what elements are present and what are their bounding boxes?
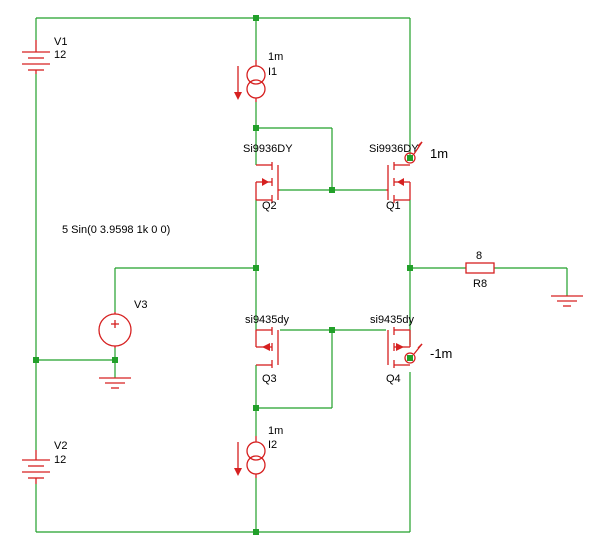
probe-top-value: 1m <box>430 146 448 161</box>
wires <box>35 17 568 533</box>
resistor-r8-symbol <box>465 262 495 274</box>
i2-value: 1m <box>268 425 283 437</box>
v1-name: V1 <box>54 36 67 48</box>
v2-value: 12 <box>54 454 66 466</box>
battery-v2-symbol <box>22 450 50 484</box>
q2-name: Q2 <box>262 200 277 212</box>
ground-icon-v3 <box>99 377 131 389</box>
v1-value: 12 <box>54 49 66 61</box>
q1-model: Si9936DY <box>369 143 419 155</box>
probe-bottom-marker <box>404 343 423 364</box>
junction-dots <box>33 15 413 535</box>
q3-model: si9435dy <box>245 314 290 326</box>
mosfet-q1-symbol <box>386 162 411 203</box>
sine-source-v3-symbol <box>98 312 132 348</box>
q2-model: Si9936DY <box>243 143 293 155</box>
q4-model: si9435dy <box>370 314 415 326</box>
mosfet-q2-symbol <box>255 162 280 203</box>
ground-icon-load <box>551 295 583 307</box>
i1-value: 1m <box>268 51 283 63</box>
current-source-i2-symbol <box>234 436 266 478</box>
q1-name: Q1 <box>386 200 401 212</box>
mosfet-q3-symbol <box>255 327 279 368</box>
battery-v1-symbol <box>22 40 50 74</box>
mosfet-q4-symbol <box>387 327 411 368</box>
r8-name: R8 <box>473 278 487 290</box>
probe-bottom-value: -1m <box>430 346 452 361</box>
current-source-i1-symbol <box>234 60 266 102</box>
probe-top-marker <box>404 141 423 164</box>
v3-value: 5 Sin(0 3.9598 1k 0 0) <box>62 224 170 236</box>
q3-name: Q3 <box>262 373 277 385</box>
r8-value: 8 <box>476 250 482 262</box>
q4-name: Q4 <box>386 373 401 385</box>
v3-name: V3 <box>134 299 147 311</box>
i1-name: I1 <box>268 66 277 78</box>
i2-name: I2 <box>268 439 277 451</box>
v2-name: V2 <box>54 440 67 452</box>
